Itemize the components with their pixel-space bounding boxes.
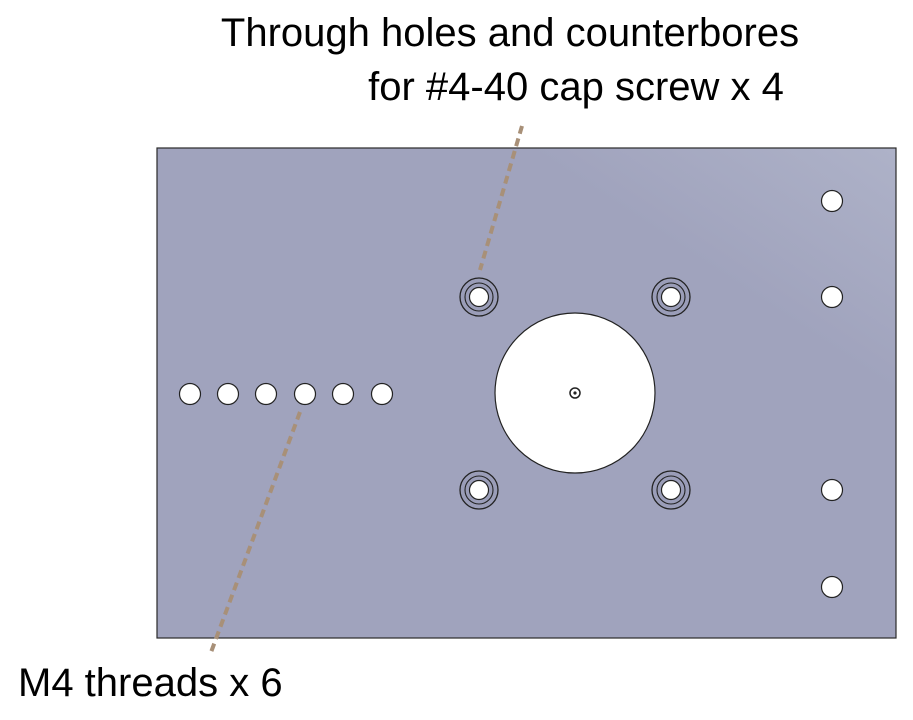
thread-label: M4 threads x 6 bbox=[18, 661, 283, 705]
counterbore-inner-ring bbox=[464, 475, 494, 505]
counterbore-inner-ring bbox=[464, 282, 494, 312]
edge-hole bbox=[820, 478, 844, 502]
counterbore-leader-line bbox=[478, 125, 524, 271]
counterbore-label-line1: Through holes and counterbores bbox=[221, 11, 799, 55]
counterbore-inner-ring bbox=[656, 282, 686, 312]
m4-threaded-hole bbox=[178, 382, 202, 406]
through-hole bbox=[660, 479, 682, 501]
edge-hole bbox=[820, 575, 844, 599]
through-hole bbox=[468, 479, 490, 501]
m4-threaded-hole bbox=[331, 382, 355, 406]
counterbore-group bbox=[459, 277, 691, 510]
counterbore-label-line2: for #4-40 cap screw x 4 bbox=[368, 65, 784, 109]
edge-hole-group bbox=[820, 189, 844, 599]
m4-threaded-hole bbox=[370, 382, 394, 406]
through-hole bbox=[468, 286, 490, 308]
counterbore-inner-ring bbox=[656, 475, 686, 505]
through-hole bbox=[660, 286, 682, 308]
m4-threaded-hole bbox=[216, 382, 240, 406]
m4-threaded-hole bbox=[254, 382, 278, 406]
center-mark-dot bbox=[573, 391, 577, 395]
m4-thread-group bbox=[178, 382, 394, 406]
thread-leader-line bbox=[208, 411, 302, 656]
m4-threaded-hole bbox=[293, 382, 317, 406]
edge-hole bbox=[820, 285, 844, 309]
edge-hole bbox=[820, 189, 844, 213]
